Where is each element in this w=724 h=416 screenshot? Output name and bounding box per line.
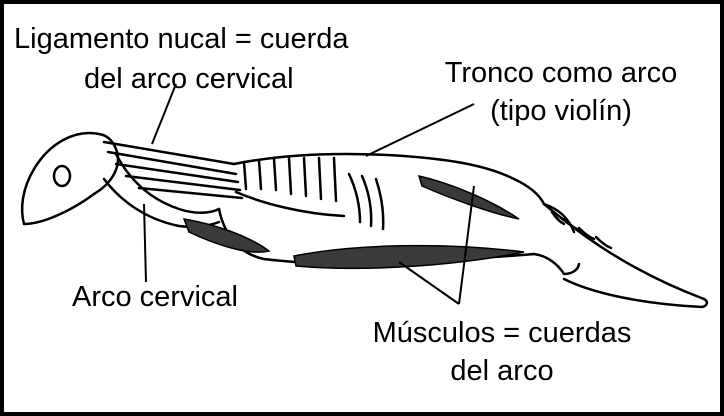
muscle-belly	[294, 246, 524, 269]
muscle-back	[419, 176, 519, 219]
muscle-neck	[184, 219, 269, 252]
trunk-arch	[234, 154, 544, 204]
label-nuchal-ligament-line1: Ligamento nucal = cuerda	[14, 22, 349, 56]
label-trunk-line2: (tipo violín)	[436, 94, 686, 128]
label-muscles-line2: del arco	[352, 354, 652, 388]
label-trunk-line1: Tronco como arco	[436, 56, 686, 90]
label-nuchal-ligament-line2: del arco cervical	[84, 62, 294, 96]
leader-muscles-a	[399, 262, 459, 304]
label-muscles-line1: Músculos = cuerdas	[352, 316, 652, 350]
label-cervical-arch: Arco cervical	[72, 280, 238, 314]
eye-socket	[54, 166, 70, 186]
